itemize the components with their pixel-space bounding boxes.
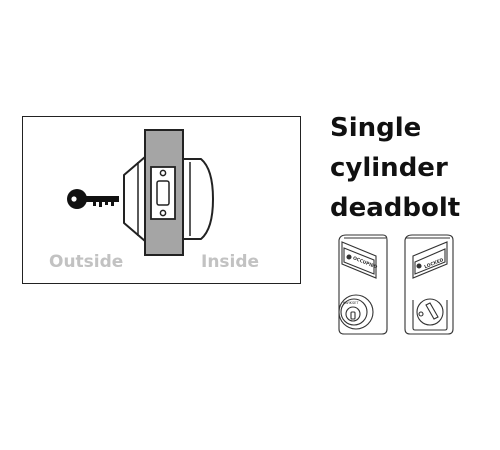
product-title: Single cylinder deadbolt — [330, 108, 495, 228]
title-line-1: Single — [330, 113, 422, 143]
outside-rose — [123, 156, 146, 242]
deadbolt-exterior-icon: OCCUPIED KWIKSET — [338, 234, 388, 335]
deadbolt-thumbnails: OCCUPIED KWIKSET LOCKED — [338, 234, 454, 335]
outside-label: Outside — [49, 252, 124, 272]
deadbolt-diagram-frame: Outside Inside — [22, 116, 301, 284]
title-line-2: cylinder — [330, 153, 448, 183]
key-icon — [67, 189, 119, 209]
thumb-key-cylinder-label: KWIKSET — [343, 301, 359, 305]
deadbolt-cross-section — [67, 129, 214, 256]
inside-label: Inside — [201, 252, 260, 272]
inside-rose — [182, 158, 214, 240]
title-line-3: deadbolt — [330, 193, 461, 223]
deadbolt-interior-icon: LOCKED — [404, 234, 454, 335]
